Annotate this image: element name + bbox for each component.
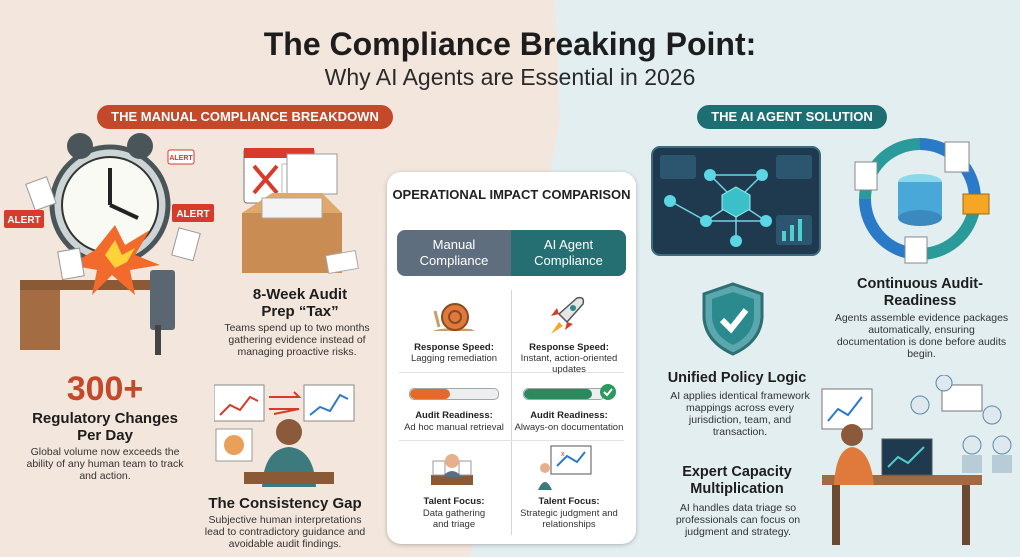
- consistency-title: The Consistency Gap: [208, 495, 362, 512]
- ai-section-label: THE AI AGENT SOLUTION: [697, 105, 887, 129]
- manual-readiness-text: Ad hoc manual retrieval: [404, 422, 504, 433]
- audit-box-illustration: [242, 148, 359, 275]
- unified-policy-desc: AI applies identical framework mappings …: [670, 390, 810, 438]
- ai-response-label: Response Speed:: [529, 342, 609, 353]
- expert-robots-illustration: [821, 375, 1012, 545]
- audit-prep-desc: Teams spend up to two months gathering e…: [224, 322, 370, 358]
- ai-readiness-fill: [524, 389, 592, 399]
- ai-readiness-label: Audit Readiness:: [530, 410, 608, 421]
- strategy-board-icon: x: [538, 445, 592, 490]
- manual-response-label: Response Speed:: [414, 342, 494, 353]
- ai-network-dashboard-illustration: [651, 146, 821, 256]
- manual-talent-text: Data gathering and triage: [422, 508, 486, 530]
- page-subtitle: Why AI Agents are Essential in 2026: [324, 64, 696, 90]
- continuous-audit-title: Continuous Audit-Readiness: [857, 276, 983, 309]
- rocket-icon: [551, 296, 585, 334]
- alert-label-3: ALERT: [169, 155, 193, 162]
- manual-talent-label: Talent Focus:: [423, 496, 485, 507]
- expert-capacity-desc: AI handles data triage so professionals …: [675, 502, 801, 538]
- comparison-title: OPERATIONAL IMPACT COMPARISON: [392, 187, 631, 202]
- ai-readiness-text: Always-on documentation: [514, 422, 624, 433]
- manual-header-label: Manual Compliance: [419, 237, 489, 268]
- ai-response-text: Instant, action-oriented updates: [520, 353, 618, 375]
- ai-readiness-bar: [523, 388, 605, 400]
- stat-title: Regulatory Changes Per Day: [32, 410, 178, 444]
- stat-number: 300+: [66, 370, 144, 408]
- comparison-card: OPERATIONAL IMPACT COMPARISON Manual Com…: [387, 172, 636, 544]
- svg-text:x: x: [561, 451, 565, 458]
- manual-readiness-label: Audit Readiness:: [415, 410, 493, 421]
- manual-readiness-fill: [410, 389, 450, 399]
- row-divider: [399, 440, 624, 441]
- unified-policy-title: Unified Policy Logic: [667, 370, 807, 386]
- ai-column-header: AI Agent Compliance: [511, 230, 626, 276]
- snail-icon: [433, 303, 475, 331]
- alert-label-2: ALERT: [176, 209, 209, 220]
- checkmark-icon: [600, 384, 616, 400]
- stat-desc: Global volume now exceeds the ability of…: [26, 446, 184, 482]
- chaotic-desk-illustration: ALERT ALERT ALERT: [4, 133, 214, 355]
- row-divider: [399, 372, 624, 373]
- audit-prep-title: 8-Week Audit Prep “Tax”: [252, 286, 348, 320]
- continuous-audit-desc: Agents assemble evidence packages automa…: [834, 312, 1009, 360]
- manual-column-header: Manual Compliance: [397, 230, 511, 276]
- alert-label-1: ALERT: [7, 215, 40, 226]
- consistency-desc: Subjective human interpretations lead to…: [204, 514, 366, 550]
- page-title: The Compliance Breaking Point:: [263, 26, 757, 62]
- expert-capacity-title: Expert Capacity Multiplication: [682, 464, 792, 497]
- manual-readiness-bar: [409, 388, 499, 400]
- column-divider: [511, 290, 512, 535]
- shield-check-icon: [702, 282, 764, 356]
- ai-talent-text: Strategic judgment and relationships: [520, 508, 618, 530]
- ai-talent-label: Talent Focus:: [538, 496, 600, 507]
- manual-response-text: Lagging remediation: [410, 353, 498, 364]
- stressed-person-icon: [431, 454, 473, 485]
- continuous-cycle-database-illustration: [854, 138, 990, 264]
- ai-header-label: AI Agent Compliance: [534, 237, 603, 268]
- manual-section-label: THE MANUAL COMPLIANCE BREAKDOWN: [97, 105, 393, 129]
- consistency-gap-illustration: [214, 384, 355, 487]
